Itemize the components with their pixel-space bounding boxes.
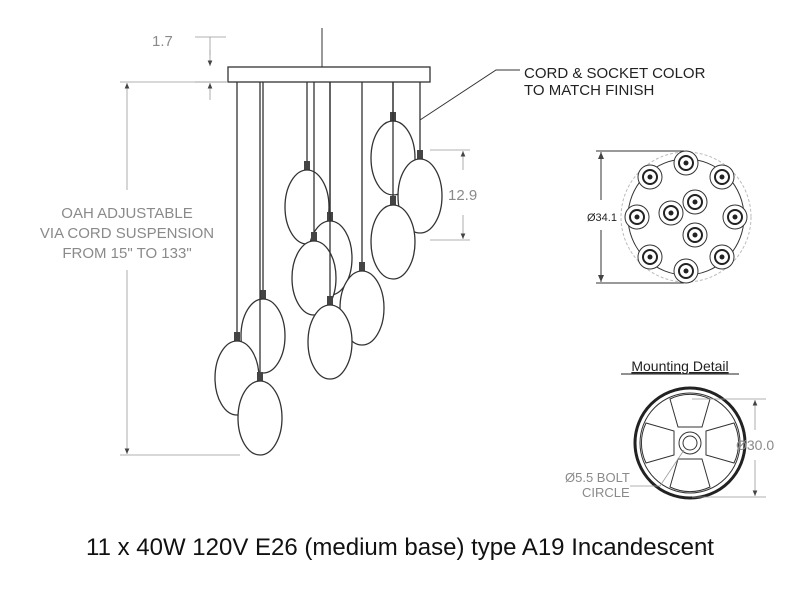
socket-icon bbox=[709, 164, 735, 190]
socket-icon bbox=[709, 244, 735, 270]
pendant bbox=[240, 82, 286, 374]
pendant bbox=[339, 82, 385, 346]
pendant bbox=[291, 82, 337, 316]
mount-slot bbox=[669, 458, 711, 493]
svg-text:1.7: 1.7 bbox=[152, 33, 173, 50]
svg-text:Ø34.1: Ø34.1 bbox=[587, 212, 617, 224]
svg-text:CIRCLE: CIRCLE bbox=[582, 485, 630, 500]
socket-icon bbox=[673, 258, 699, 284]
top-view: Ø34.1 bbox=[587, 150, 752, 284]
mount-slot bbox=[705, 422, 740, 464]
pendant bbox=[237, 82, 283, 456]
socket-icon bbox=[682, 222, 708, 248]
svg-text:12.9: 12.9 bbox=[448, 187, 477, 204]
socket-icon bbox=[637, 164, 663, 190]
cord-socket-note: CORD & SOCKET COLOR TO MATCH FINISH bbox=[419, 65, 706, 121]
svg-text:OAH ADJUSTABLE: OAH ADJUSTABLE bbox=[61, 205, 192, 222]
svg-text:Mounting Detail: Mounting Detail bbox=[631, 358, 728, 374]
pendant bbox=[214, 82, 260, 416]
socket-icon bbox=[673, 150, 699, 176]
socket-icon bbox=[658, 200, 684, 226]
pendant bbox=[284, 82, 330, 245]
socket-icon bbox=[722, 204, 748, 230]
socket-icon bbox=[637, 244, 663, 270]
svg-text:Ø5.5 BOLT: Ø5.5 BOLT bbox=[565, 470, 630, 485]
canopy bbox=[227, 28, 431, 83]
mounting-detail: Mounting Detail Ø30.0 Ø5.5 BOLT CIRCLE bbox=[565, 358, 774, 500]
lamp-specification-caption: 11 x 40W 120V E26 (medium base) type A19… bbox=[86, 534, 714, 561]
mount-slot bbox=[640, 422, 675, 464]
pendant bbox=[307, 82, 353, 380]
svg-text:VIA CORD SUSPENSION: VIA CORD SUSPENSION bbox=[40, 225, 214, 242]
socket-icon bbox=[682, 189, 708, 215]
pendant bbox=[370, 82, 416, 280]
pendant-height-dimension: 12.9 bbox=[430, 149, 477, 241]
canopy-height-dimension: 1.7 bbox=[152, 33, 226, 100]
svg-text:CORD & SOCKET COLOR: CORD & SOCKET COLOR bbox=[524, 65, 706, 82]
svg-text:Ø30.0: Ø30.0 bbox=[736, 437, 774, 453]
svg-text:FROM 15" TO 133": FROM 15" TO 133" bbox=[62, 245, 191, 262]
socket-icon bbox=[624, 204, 650, 230]
pendant-lights bbox=[214, 82, 443, 456]
oah-dimension: OAH ADJUSTABLE VIA CORD SUSPENSION FROM … bbox=[40, 81, 240, 456]
svg-text:TO MATCH FINISH: TO MATCH FINISH bbox=[524, 82, 654, 99]
pendant bbox=[397, 82, 443, 234]
